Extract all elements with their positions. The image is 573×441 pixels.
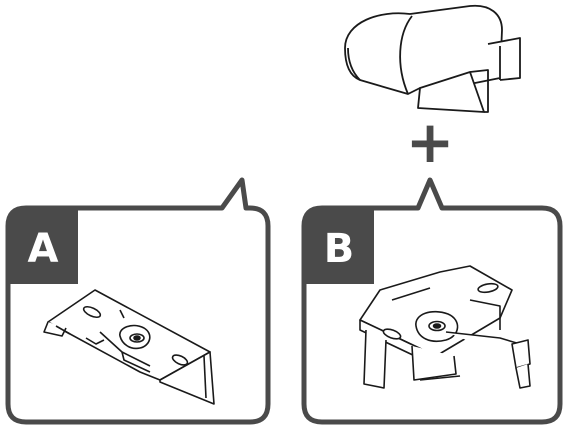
panel-a: A	[5, 177, 271, 425]
panel-b-badge	[304, 208, 374, 284]
bracket-a-icon	[43, 289, 215, 405]
plus-sign: +	[406, 108, 455, 176]
panel-b-badge-label: B	[324, 226, 355, 272]
panel-a-badge	[8, 208, 78, 284]
bracket-b-icon	[359, 265, 531, 389]
end-cap-icon	[344, 4, 521, 113]
panel-a-badge-label: A	[28, 226, 59, 272]
panel-b: B	[301, 177, 563, 425]
